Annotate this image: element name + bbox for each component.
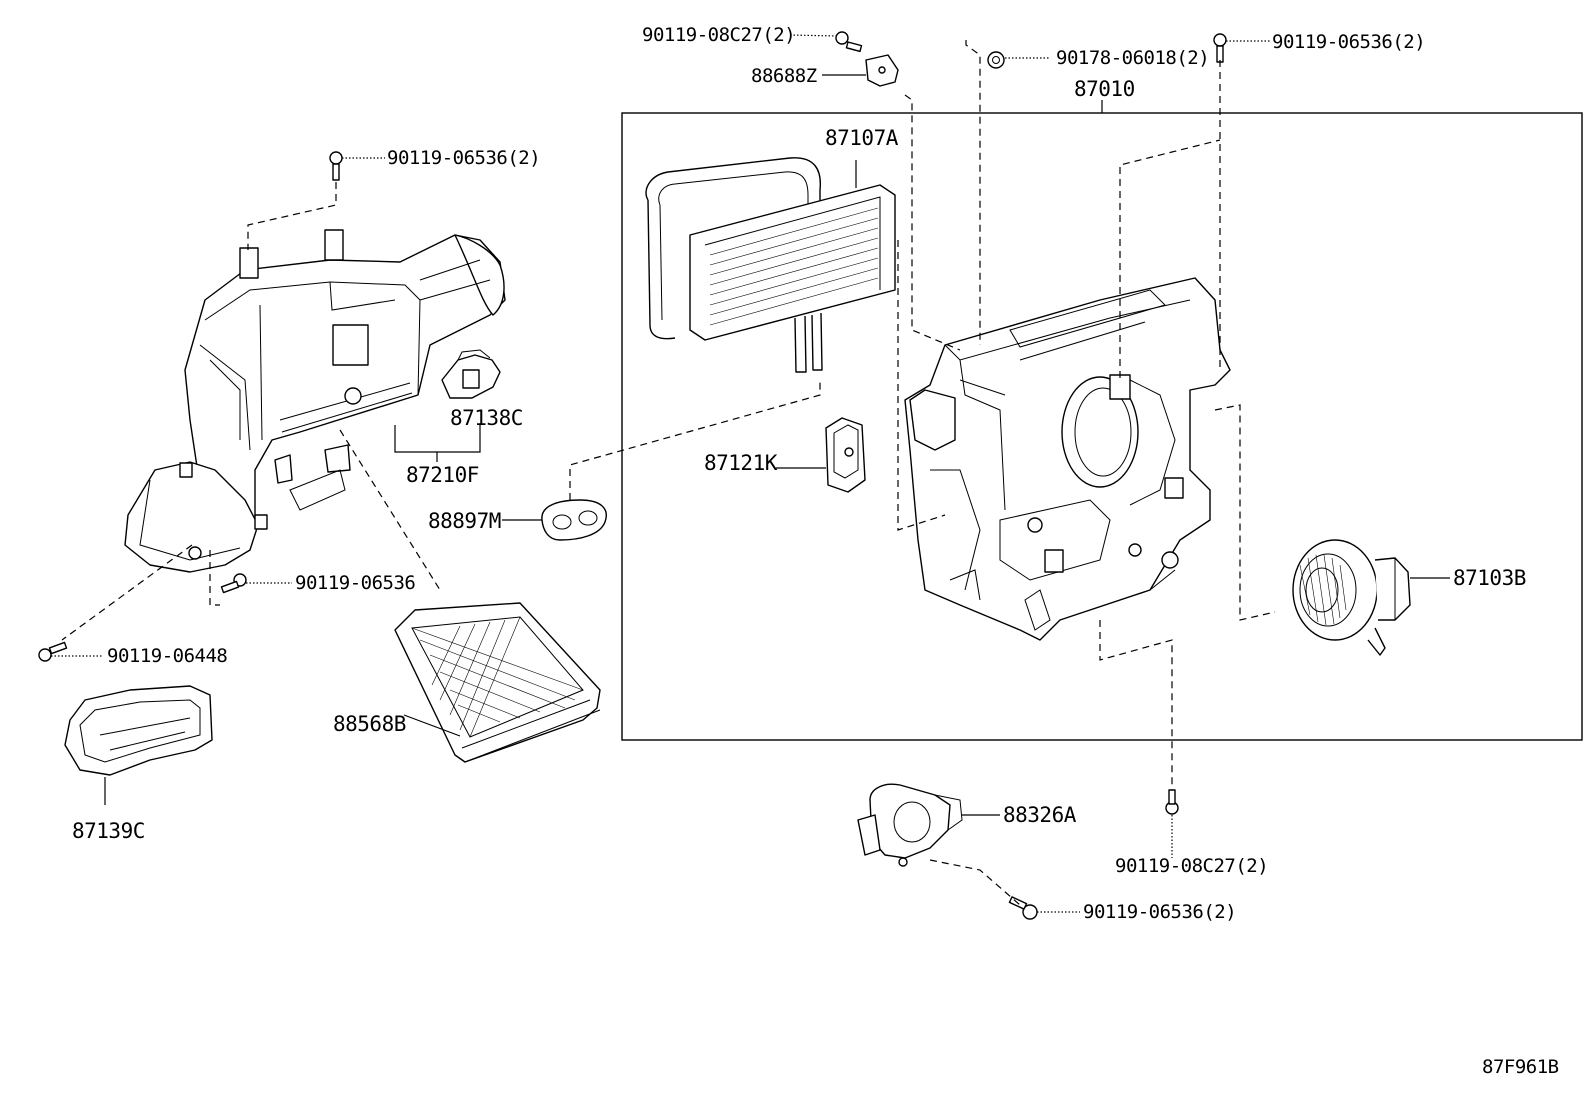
label-90119-06536-left: 90119-06536(2) (387, 147, 540, 169)
cover-87139C[interactable] (64, 685, 213, 776)
filter-88568B[interactable] (394, 602, 601, 763)
bolt-icon (220, 573, 247, 594)
label-90119-06536-single: 90119-06536 (295, 572, 415, 594)
label-87121K: 87121K (704, 451, 778, 475)
label-87139C: 87139C (72, 819, 145, 843)
label-87010: 87010 (1074, 77, 1135, 101)
label-87103B: 87103B (1453, 566, 1526, 590)
label-88326A: 88326A (1003, 803, 1077, 827)
bolt-icon (1008, 896, 1038, 920)
lower-duct[interactable] (124, 461, 268, 573)
bracket-88688Z[interactable] (865, 54, 899, 87)
evaporator-87107A[interactable] (645, 157, 896, 373)
label-90178-06018: 90178-06018(2) (1056, 47, 1209, 69)
nut-icon (987, 51, 1005, 69)
label-90119-08C27-bottom: 90119-08C27(2) (1115, 855, 1268, 877)
label-87138C: 87138C (450, 406, 523, 430)
bolt-icon (835, 31, 863, 53)
bolt-icon (1165, 789, 1179, 815)
label-90119-06536-topright: 90119-06536(2) (1272, 31, 1425, 53)
label-90119-08C27-top: 90119-08C27(2) (642, 24, 795, 46)
label-87107A: 87107A (825, 126, 899, 150)
bolt-icon (1213, 33, 1227, 63)
label-90119-06536-bottom: 90119-06536(2) (1083, 901, 1236, 923)
label-88688Z: 88688Z (751, 65, 817, 87)
diagram-code: 87F961B (1482, 1056, 1559, 1078)
actuator-87138C[interactable] (441, 349, 501, 399)
label-88897M: 88897M (428, 509, 501, 533)
label-87210F: 87210F (406, 463, 479, 487)
bolt-icon (329, 151, 343, 181)
hvac-housing[interactable] (904, 277, 1231, 641)
label-90119-06448: 90119-06448 (107, 645, 227, 667)
bolt-icon (38, 641, 68, 662)
servo-88326A[interactable] (857, 783, 963, 867)
label-88568B: 88568B (333, 712, 406, 736)
bracket-87121K[interactable] (825, 417, 866, 493)
blower-motor-87103B[interactable] (1292, 539, 1411, 656)
air-intake-housing-87210F[interactable] (184, 229, 506, 546)
grommet-88897M[interactable] (541, 499, 607, 541)
